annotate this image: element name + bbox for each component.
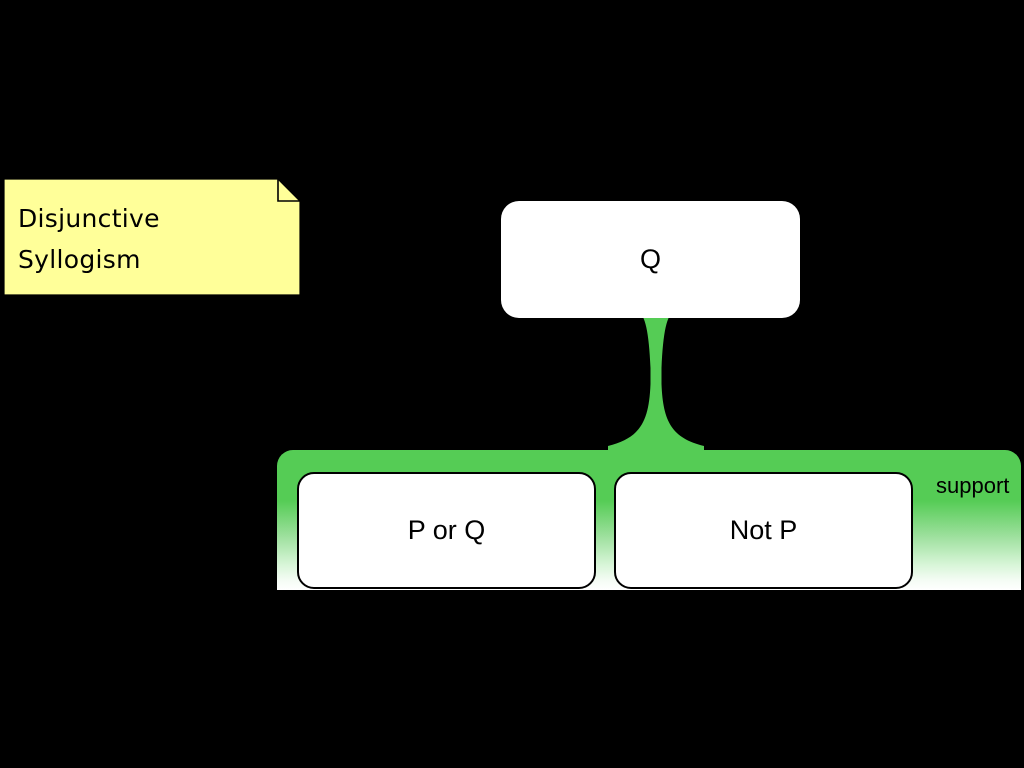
- support-label: support: [936, 473, 1010, 498]
- premise-node-1[interactable]: Not P: [614, 472, 913, 589]
- premise-node-1-label: Not P: [729, 515, 798, 545]
- premise-node-0-label: P or Q: [407, 515, 486, 545]
- conclusion-node[interactable]: Q: [501, 201, 800, 318]
- sticky-note-text: Disjunctive Syllogism: [18, 204, 160, 274]
- sticky-note[interactable]: Disjunctive Syllogism: [3, 178, 301, 296]
- premise-node-0[interactable]: P or Q: [297, 472, 596, 589]
- support-connector-icon: [608, 312, 704, 462]
- conclusion-node-label: Q: [639, 244, 661, 274]
- sticky-note-shape: [3, 178, 301, 296]
